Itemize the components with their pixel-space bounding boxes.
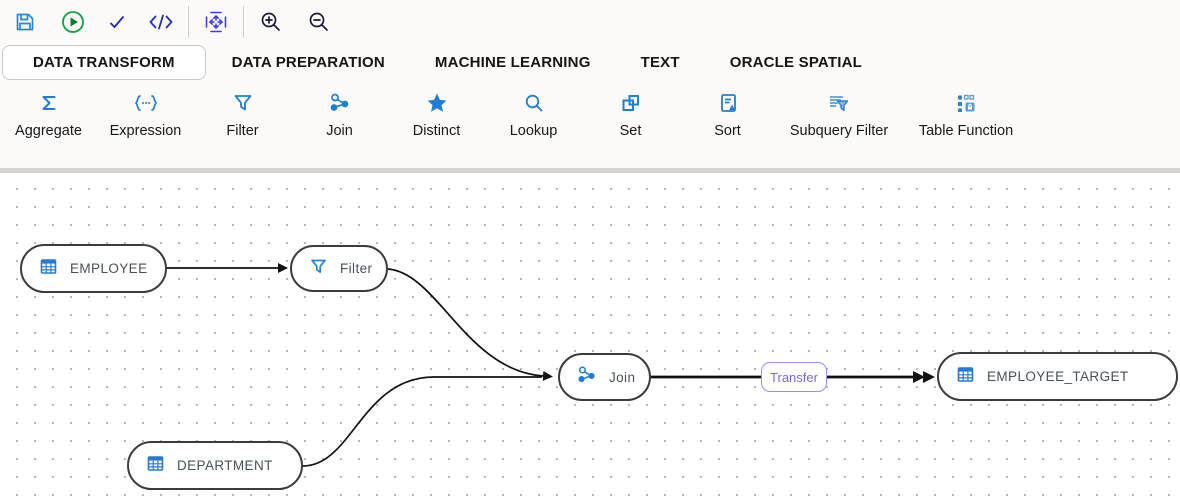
table-icon — [146, 454, 165, 478]
palette-item-join[interactable]: Join — [291, 87, 388, 139]
distinct-star-icon — [425, 91, 449, 115]
node-employee[interactable]: EMPLOYEE — [20, 244, 167, 293]
palette-item-label: Set — [619, 123, 642, 139]
tab-text[interactable]: TEXT — [640, 54, 680, 71]
tab-data-transform[interactable]: DATA TRANSFORM — [2, 45, 206, 80]
zoom-in-icon — [259, 10, 283, 34]
run-icon — [61, 10, 85, 34]
subquery-filter-icon — [827, 91, 851, 115]
palette-item-filter[interactable]: Filter — [194, 87, 291, 139]
palette-item-aggregate[interactable]: Aggregate — [0, 87, 97, 139]
join-branch-icon — [329, 91, 351, 115]
filter-funnel-icon — [232, 91, 254, 115]
validate-button[interactable] — [100, 5, 134, 39]
fit-to-screen-icon — [204, 10, 228, 34]
save-icon — [14, 11, 36, 33]
edge-filter-to-join — [387, 268, 553, 381]
toolbar-separator — [243, 6, 244, 38]
palette-item-label: Aggregate — [15, 123, 82, 139]
zoom-out-icon — [307, 10, 331, 34]
palette-item-set[interactable]: Set — [582, 87, 679, 139]
header-canvas-divider — [0, 168, 1180, 173]
table-icon — [956, 365, 975, 389]
toolbar — [0, 0, 1180, 44]
save-button[interactable] — [8, 5, 42, 39]
aggregate-sigma-icon — [38, 91, 60, 115]
zoom-in-button[interactable] — [254, 5, 288, 39]
palette-item-table-function[interactable]: Table Function — [902, 87, 1030, 139]
expression-braces-icon — [132, 91, 160, 115]
palette-item-label: Table Function — [918, 123, 1014, 139]
palette-item-label: Expression — [109, 123, 182, 139]
component-palette: Aggregate Expression — [0, 81, 1180, 168]
palette-item-label: Sort — [714, 123, 741, 139]
toolbar-separator — [188, 6, 189, 38]
validate-check-icon — [106, 11, 128, 33]
node-label: EMPLOYEE_TARGET — [987, 369, 1129, 384]
set-squares-icon — [620, 91, 642, 115]
node-label: EMPLOYEE — [70, 261, 148, 276]
node-label: DEPARTMENT — [177, 458, 273, 473]
join-icon — [577, 365, 597, 390]
tab-machine-learning[interactable]: MACHINE LEARNING — [434, 54, 591, 71]
tab-oracle-spatial[interactable]: ORACLE SPATIAL — [729, 54, 862, 71]
code-icon — [147, 12, 175, 32]
table-icon — [39, 257, 58, 281]
node-join[interactable]: Join — [558, 353, 651, 401]
zoom-out-button[interactable] — [302, 5, 336, 39]
palette-item-label: Filter — [226, 123, 259, 139]
node-department[interactable]: DEPARTMENT — [127, 441, 303, 490]
palette-item-label: Join — [326, 123, 353, 139]
filter-icon — [309, 257, 328, 281]
node-label: Join — [609, 369, 636, 385]
sort-list-icon — [717, 91, 739, 115]
edge-transfer-badge[interactable]: Transfer — [761, 362, 827, 392]
palette-item-label: Subquery Filter — [789, 123, 889, 139]
edge-department-to-join — [302, 376, 542, 467]
node-label: Filter — [340, 261, 373, 276]
palette-item-lookup[interactable]: Lookup — [485, 87, 582, 139]
run-button[interactable] — [56, 5, 90, 39]
palette-item-sort[interactable]: Sort — [679, 87, 776, 139]
node-filter[interactable]: Filter — [290, 245, 388, 292]
fit-to-screen-button[interactable] — [199, 5, 233, 39]
palette-item-label: Lookup — [509, 123, 558, 139]
edge-target-double-arrowhead — [913, 371, 935, 383]
palette-item-subquery-filter[interactable]: Subquery Filter — [776, 87, 902, 139]
palette-item-distinct[interactable]: Distinct — [388, 87, 485, 139]
table-function-icon — [955, 91, 977, 115]
header: DATA TRANSFORM DATA PREPARATION MACHINE … — [0, 0, 1180, 168]
lookup-magnifier-icon — [523, 91, 545, 115]
palette-item-expression[interactable]: Expression — [97, 87, 194, 139]
code-button[interactable] — [144, 5, 178, 39]
palette-item-label: Distinct — [412, 123, 461, 139]
node-employee-target[interactable]: EMPLOYEE_TARGET — [937, 352, 1178, 401]
tab-data-preparation[interactable]: DATA PREPARATION — [231, 54, 385, 71]
category-tabs: DATA TRANSFORM DATA PREPARATION MACHINE … — [0, 44, 1180, 81]
dataflow-canvas[interactable]: EMPLOYEE Filter Join — [0, 173, 1180, 498]
